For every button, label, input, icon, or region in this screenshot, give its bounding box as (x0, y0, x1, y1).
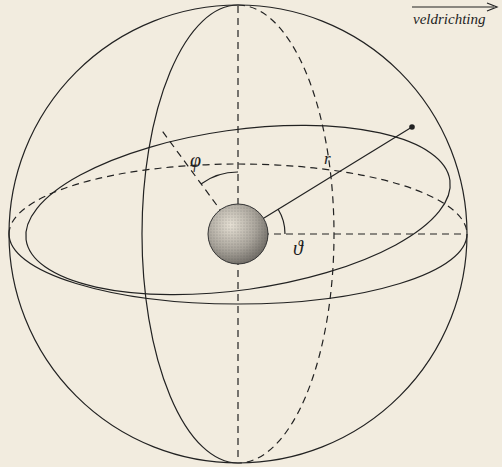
phi-arc (201, 172, 238, 184)
radius-line (238, 127, 412, 234)
central-sphere (208, 204, 268, 264)
outer-sphere (9, 5, 467, 463)
angle-label: φ (190, 150, 201, 170)
field-arrowhead (487, 3, 497, 11)
field-arrow (412, 6, 494, 7)
field-direction-label: veldrichting (413, 12, 485, 27)
angle-label: ϑ (293, 238, 303, 258)
point (409, 124, 415, 130)
field-axis (238, 233, 466, 234)
theta-arc (278, 209, 285, 234)
radius-label: r (324, 150, 331, 167)
central-sphere-stipple (208, 204, 268, 264)
